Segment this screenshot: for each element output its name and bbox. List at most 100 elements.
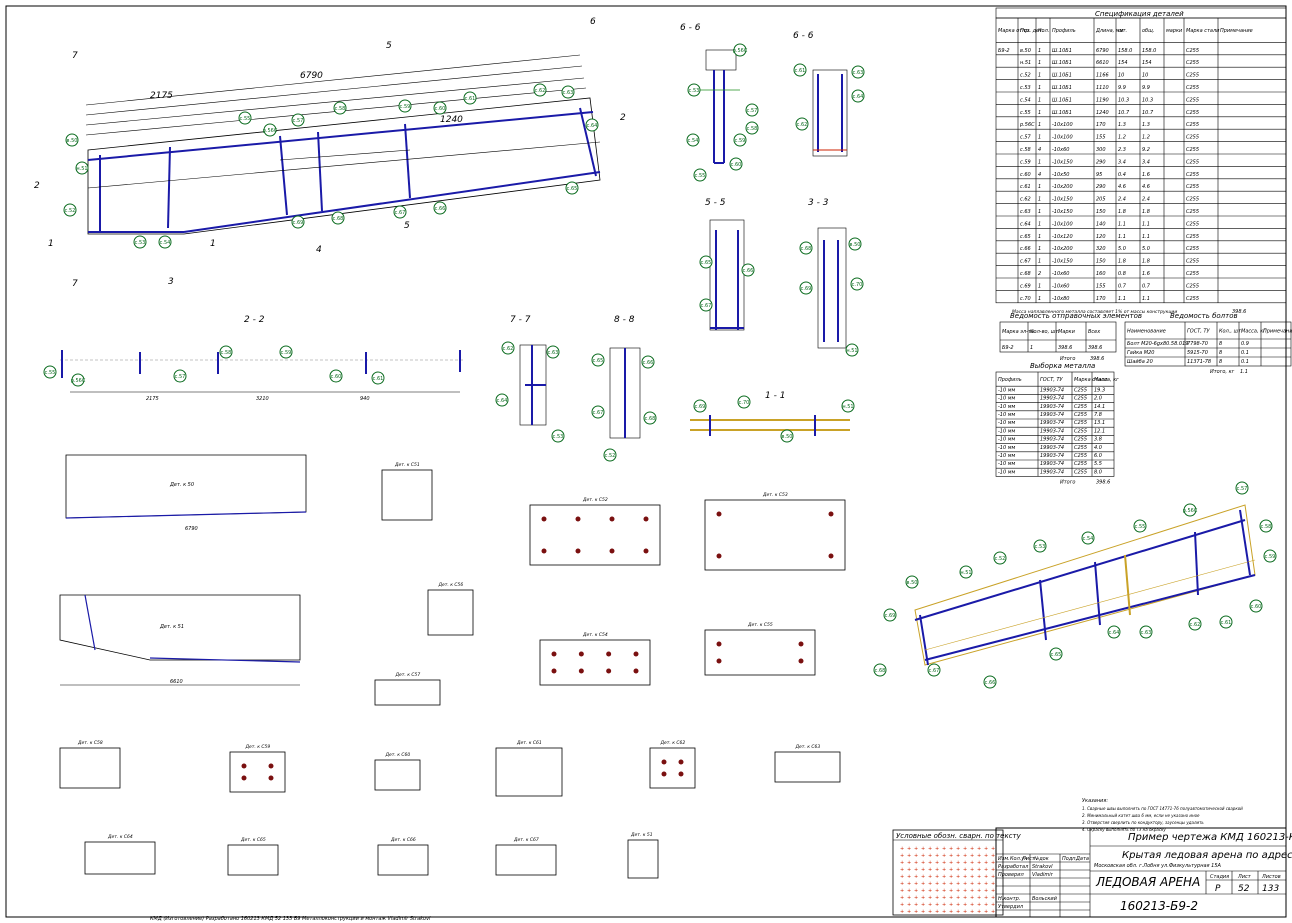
callout-text: с.69 xyxy=(885,613,896,619)
legend-cross: + xyxy=(942,888,946,894)
table-cell: 9.2 xyxy=(1142,147,1150,153)
table-cell: 3.4 xyxy=(1118,159,1126,165)
bolt-hole xyxy=(633,668,639,674)
header-cell: Марка отпр. xyxy=(998,28,1030,34)
table-cell: С255 xyxy=(1186,221,1199,227)
bolt-hole xyxy=(678,759,684,765)
legend-cross: + xyxy=(984,881,988,887)
callout-text: с.53 xyxy=(135,240,146,246)
plate-51: Дет. к 51 6610 xyxy=(59,594,301,686)
callout-circle xyxy=(741,263,755,277)
callout-text: с.69 xyxy=(293,220,304,226)
legend-cross: + xyxy=(900,909,904,915)
callout-text: с.53 xyxy=(1035,544,1046,550)
table-cell: 0.8 xyxy=(1118,271,1126,277)
table-cell: С255 xyxy=(1186,209,1199,215)
callout-balloon: с.67 xyxy=(927,663,941,677)
table-cell: С255 xyxy=(1186,296,1199,302)
legend-cross: + xyxy=(942,902,946,908)
callout-balloon: с.67 xyxy=(393,205,407,219)
callout-circle xyxy=(158,235,172,249)
table-cell: -10 мм xyxy=(998,437,1016,443)
callout-circle xyxy=(263,123,277,137)
table-cell: 398.6 xyxy=(1088,345,1102,351)
table-cell: 6790 xyxy=(1096,48,1109,54)
legend-title: Условные обозн. сварн. по тексту xyxy=(896,832,1022,840)
plate-label: Дет. к С67 xyxy=(513,837,539,843)
callout-balloon: р.56С xyxy=(263,123,278,137)
plate-outline xyxy=(495,844,557,876)
legend-cross: + xyxy=(949,895,953,901)
callout-balloon: с.59 xyxy=(279,345,293,359)
bolt-hole xyxy=(551,651,557,657)
callout-balloon: с.63 xyxy=(1139,625,1153,639)
legend-cross: + xyxy=(921,895,925,901)
table-cell: 19903-74 xyxy=(1040,412,1064,418)
callout-text: с.59 xyxy=(735,138,746,144)
legend-cross: + xyxy=(900,846,904,852)
plate-outline xyxy=(704,499,846,571)
table-cell: С255 xyxy=(1074,387,1087,393)
callout-text: с.70 xyxy=(852,282,863,288)
legend-cross: + xyxy=(935,860,939,866)
detail-plate: Дет. к С61 xyxy=(495,740,563,797)
legend-cross: + xyxy=(984,895,988,901)
bolt-hole xyxy=(716,641,722,647)
callout-balloon: с.57 xyxy=(1235,481,1249,495)
callout-balloon: в.50 xyxy=(65,133,79,147)
section-7-7: 7 - 7 xyxy=(510,315,547,426)
callout-text: с.62 xyxy=(503,346,514,352)
legend-cross: + xyxy=(900,895,904,901)
table-cell: Ш.10Б1 xyxy=(1052,85,1072,91)
callout-balloon: с.61 xyxy=(463,91,477,105)
table-cell: 2.3 xyxy=(1118,147,1126,153)
header-cell: марки xyxy=(1166,28,1183,34)
detail-plate: Дет. к 51 xyxy=(627,832,659,879)
table-cell: 1 xyxy=(1038,283,1041,289)
table-cell: С255 xyxy=(1074,453,1087,459)
detail-plate: Дет. к С64 xyxy=(84,834,156,875)
callout-circle xyxy=(1263,549,1277,563)
legend-cross: + xyxy=(991,853,995,859)
note-line: 2. Минимальный катет шва 6 мм, если не у… xyxy=(1082,813,1200,818)
legend-cross: + xyxy=(956,888,960,894)
callout-text: с.66 xyxy=(743,268,754,274)
legend-cross: + xyxy=(907,888,911,894)
callout-text: с.60 xyxy=(1251,604,1262,610)
legend-cross: + xyxy=(900,874,904,880)
header-cell: Кол-во, шт. xyxy=(1030,329,1060,335)
callout-balloon: с.57 xyxy=(291,113,305,127)
callout-text: с.65 xyxy=(567,186,578,192)
callout-circle xyxy=(729,157,743,171)
legend-cross: + xyxy=(928,874,932,880)
callout-circle xyxy=(848,237,862,251)
table-cell: 1 xyxy=(1038,209,1041,215)
table-cell: 1 xyxy=(1038,234,1041,240)
callout-circle xyxy=(71,373,85,387)
callout-balloon: с.65 xyxy=(699,255,713,269)
cut-2: 2 xyxy=(620,113,626,123)
plate-outline xyxy=(227,844,279,876)
table-cell: С255 xyxy=(1074,428,1087,434)
table-cell: 1 xyxy=(1038,135,1041,141)
section-8-8: 8 - 8 xyxy=(609,315,641,439)
hdr: Лист xyxy=(1021,856,1036,862)
sheets-total: 133 xyxy=(1262,884,1279,894)
legend-cross: + xyxy=(963,874,967,880)
hdr: Дата xyxy=(1075,856,1089,862)
legend-cross: + xyxy=(991,874,995,880)
cut-4: 4 xyxy=(316,245,322,255)
plate-label: Дет. к С66 xyxy=(390,837,416,843)
legend-cross: + xyxy=(963,881,967,887)
callout-circle xyxy=(331,211,345,225)
table-cell: 1.1 xyxy=(1142,221,1150,227)
table-cell: с.52 xyxy=(1020,73,1031,79)
legend-cross: + xyxy=(928,867,932,873)
table-cell: 1 xyxy=(1038,246,1041,252)
table-cell: с.62 xyxy=(1020,197,1031,203)
table-cell: с.61 xyxy=(1020,184,1031,190)
legend-cross: + xyxy=(949,909,953,915)
table-cell: 12.1 xyxy=(1094,428,1105,434)
callout-circle xyxy=(561,85,575,99)
